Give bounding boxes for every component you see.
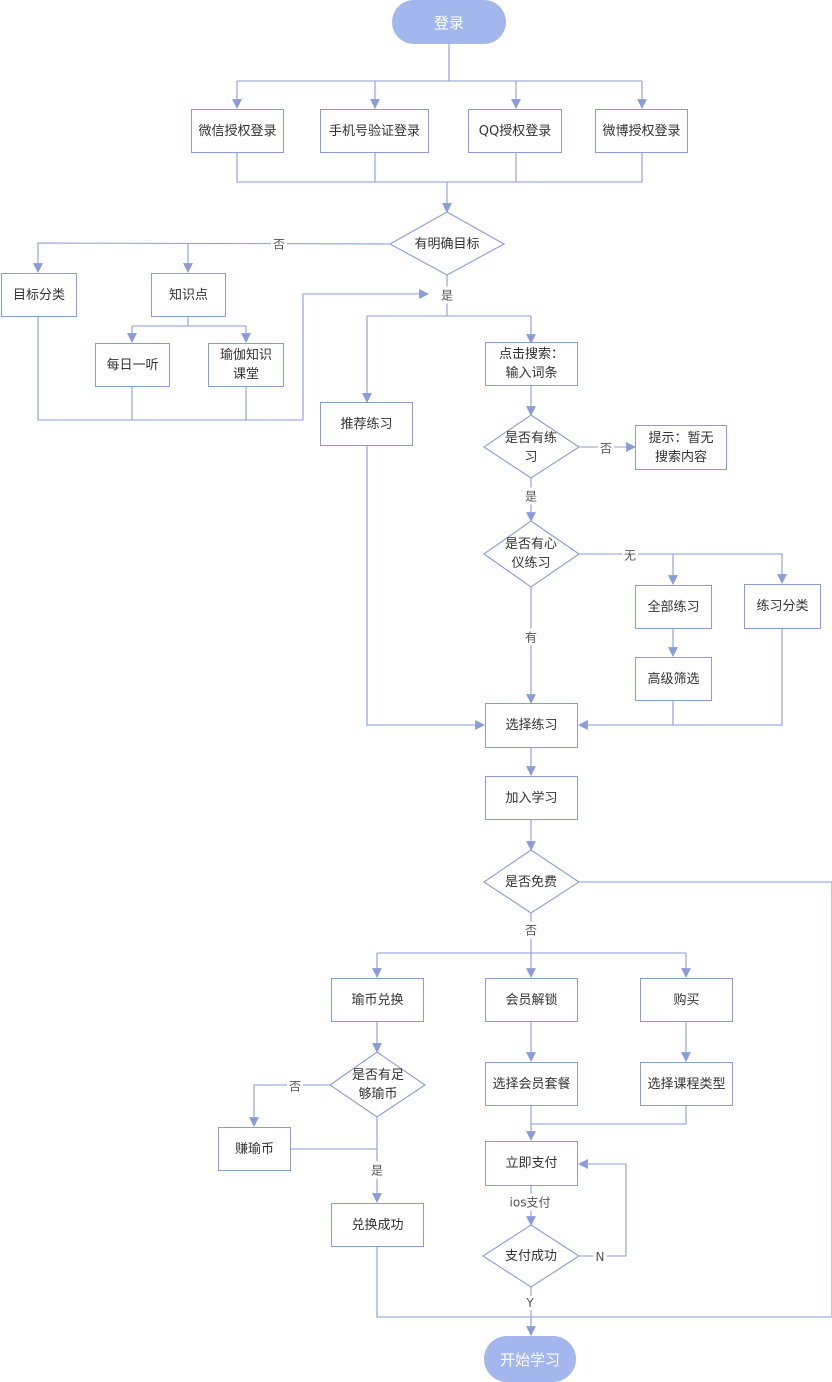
course-type-box: 选择课程类型 [640,1062,733,1106]
all-practice-box: 全部练习 [635,585,712,629]
goal-yes-label: 是 [438,286,456,304]
member-package-box: 选择会员套餐 [485,1062,578,1106]
select-practice-box: 选择练习 [485,703,578,748]
recommend-practice-box: 推荐练习 [320,402,413,446]
weibo-login-box: 微博授权登录 [595,109,688,153]
exchange-success-box: 兑换成功 [331,1203,424,1247]
knowledge-box: 知识点 [151,273,226,317]
purchase-box: 购买 [640,978,733,1022]
has-practice-label: 是否有练习 [504,431,557,465]
pay-success-y-label: Y [524,1296,536,1310]
is-free-no-label: 否 [522,921,540,939]
has-practice-yes-label: 是 [522,487,540,505]
enough-coin-no-label: 否 [286,1077,304,1095]
enough-coin-diamond [329,1051,426,1118]
has-practice-no-label: 否 [597,439,615,457]
click-search-box: 点击搜索：输入词条 [485,342,578,386]
coin-exchange-box: 瑜币兑换 [331,978,424,1022]
has-wish-none-label: 无 [621,546,639,564]
join-learning-box: 加入学习 [485,776,578,820]
member-unlock-box: 会员解锁 [485,978,578,1022]
goal-decision-diamond [388,211,506,276]
has-wish-diamond [483,520,580,588]
is-free-diamond [483,849,581,914]
pay-now-box: 立即支付 [485,1141,578,1186]
enough-coin-yes-label: 是 [368,1161,386,1179]
enough-coin-label: 是否有足够瑜币 [351,1068,404,1102]
ios-pay-label: ios支付 [507,1193,553,1211]
is-free-label: 是否免费 [504,874,557,890]
daily-listen-box: 每日一听 [95,343,170,387]
goal-question-label: 有明确目标 [414,236,480,252]
practice-category-box: 练习分类 [744,584,821,629]
earn-coin-box: 赚瑜币 [218,1127,291,1171]
has-practice-diamond [483,414,581,479]
start-node: 登录 [392,0,506,44]
phone-login-box: 手机号验证登录 [320,109,429,153]
pay-success-label: 支付成功 [504,1248,557,1264]
qq-login-box: QQ授权登录 [468,109,562,153]
pay-success-diamond [481,1224,581,1288]
has-wish-has-label: 有 [522,628,540,646]
end-node: 开始学习 [484,1336,576,1382]
pay-fail-n-label: N [593,1250,607,1264]
target-category-box: 目标分类 [1,273,77,317]
wechat-login-box: 微信授权登录 [191,109,284,153]
has-wish-label: 是否有心仪练习 [504,537,557,571]
no-result-hint-box: 提示：暂无搜索内容 [635,425,727,470]
yoga-class-box: 瑜伽知识课堂 [208,343,284,387]
goal-no-label: 否 [270,235,288,253]
advanced-filter-box: 高级筛选 [635,657,712,701]
